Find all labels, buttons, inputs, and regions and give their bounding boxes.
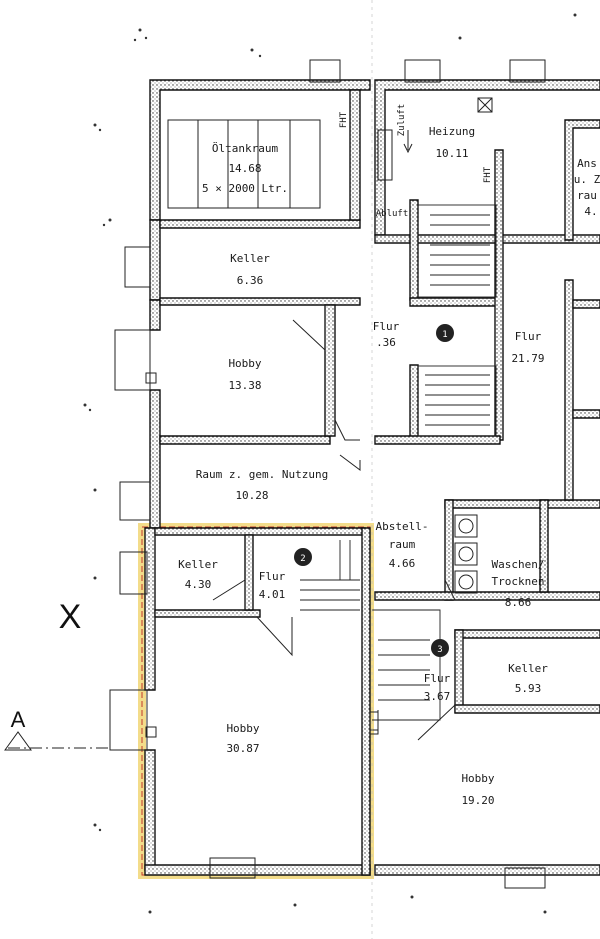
room-area: 4.30 [185,578,212,591]
room-name-line: rau [577,189,597,202]
room-area: .36 [376,336,396,349]
room-name: Flur [259,570,286,583]
section-letter: A [11,707,26,732]
room-area: 19.20 [461,794,494,807]
room-area: 21.79 [511,352,544,365]
abluft-label: Abluft [376,209,409,219]
room-area: 3.67 [424,690,451,703]
stair-number-label: 2 [300,554,305,564]
room-name-line: Trocknen [492,575,545,588]
room-area: 13.38 [228,379,261,392]
door-swings [212,305,456,741]
room-name: Keller [178,558,218,571]
fht-label: FHT [483,166,493,183]
staircases [300,204,497,721]
zuluft-label: Zuluft [397,104,407,137]
room-name: Raum z. gem. Nutzung [196,468,328,481]
room-name-line: Ans [577,157,597,170]
tech-annotations: FHT FHT Zuluft Abluft [339,104,493,219]
fht-label: FHT [339,111,349,128]
room-area: 4.01 [259,588,286,601]
section-marker: A X [4,598,110,751]
room-name-line: u. Z [574,173,600,186]
room-name: Hobby [461,772,494,785]
room-name: Flur [515,330,542,343]
room-area: 5.93 [515,682,542,695]
room-area: 4.66 [389,557,416,570]
room-name: Öltankraum [212,142,279,155]
stair-number-label: 1 [442,330,447,340]
stair-number-label: 3 [437,645,442,655]
room-name-line: Waschen/ [492,558,545,571]
room-area: 10.11 [435,147,468,160]
room-name: Keller [508,662,548,675]
room-name: Hobby [226,722,259,735]
decorative-marks [83,0,577,939]
room-area: 6.36 [237,274,264,287]
light-wells [109,59,546,889]
washing-machines [454,97,493,594]
room-name-line: raum [389,538,416,551]
cross-mark: X [59,598,82,636]
room-name: Keller [230,252,270,265]
room-name: Flur [373,320,400,333]
room-name: Flur [424,672,451,685]
room-name-line: 4. [584,205,597,218]
highlighted-unit [138,523,374,879]
room-name: Heizung [429,125,475,138]
room-area: 14.68 [228,162,261,175]
oil-tanks [167,119,321,209]
room-name-line: Abstell- [376,520,429,533]
walls [144,79,600,876]
room-area: 30.87 [226,742,259,755]
room-note: 5 × 2000 Ltr. [202,182,288,195]
room-name: Hobby [228,357,261,370]
room-area: 10.28 [235,489,268,502]
stair-markers: 2 3 1 [294,324,454,657]
room-labels: Öltankraum 14.68 5 × 2000 Ltr. Keller 6.… [178,125,600,807]
room-area: 8.66 [505,596,532,609]
